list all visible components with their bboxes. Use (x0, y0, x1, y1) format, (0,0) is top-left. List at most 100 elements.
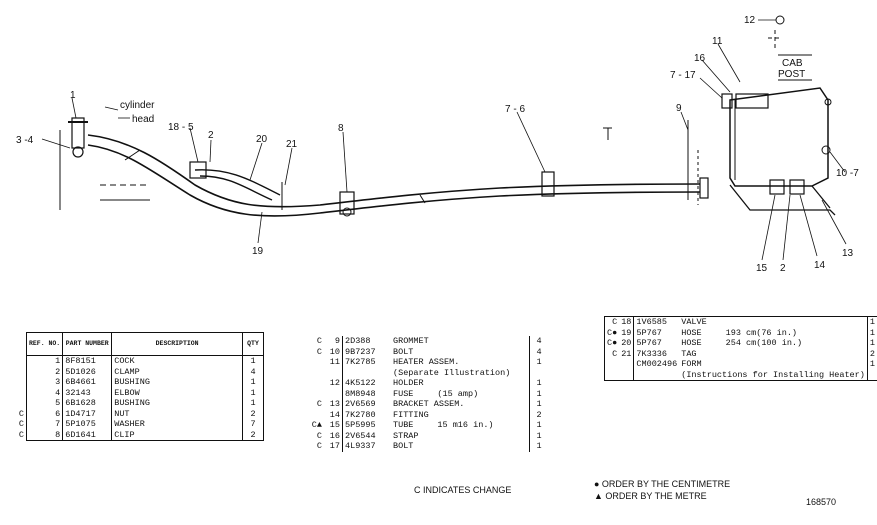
quantity: 4 (529, 346, 548, 357)
description: FORM (679, 359, 867, 370)
description-text: CLIP (114, 429, 135, 440)
ref-no: 9 (324, 336, 343, 347)
parts-diagram: 1 3 -4 cylinder head 18 - 5 2 20 21 8 7 … (16, 15, 859, 274)
description: STRAP (391, 431, 530, 442)
part-number (634, 370, 679, 381)
callout-7-6: 7 - 6 (505, 104, 525, 115)
ref-no: 7 (26, 419, 64, 430)
description: BUSHING (112, 398, 243, 409)
description-detail: 193 cm(76 in.) (725, 327, 798, 338)
change-marker (306, 410, 324, 421)
description: CLIP (112, 430, 243, 441)
table-row: (Instructions for Installing Heater) (605, 369, 877, 381)
change-marker: C (18, 429, 24, 440)
ref-no (324, 388, 343, 399)
quantity: 1 (529, 399, 548, 410)
part-number: 7K2780 (345, 409, 376, 420)
callout-20: 20 (256, 134, 268, 145)
description-text: HOSE (681, 327, 702, 338)
change-marker: C (316, 346, 322, 357)
description-text: FITTING (393, 409, 429, 420)
part-number: 6B1628 (62, 398, 113, 409)
description-text: TUBE (393, 420, 414, 430)
callout-11: 11 (712, 36, 723, 47)
ref-no: 14 (324, 409, 343, 420)
callout-2a: 2 (208, 130, 214, 141)
ref-no: 18 (619, 316, 635, 328)
part-number: 5D1026 (62, 366, 113, 377)
callout-8: 8 (338, 123, 344, 134)
part-number: 6D1641 (62, 429, 113, 441)
callout-10-7: 10 -7 (836, 168, 859, 179)
description-text: BOLT (393, 346, 414, 357)
change-note: C INDICATES CHANGE (414, 485, 512, 495)
description-text: STRAP (393, 430, 419, 441)
part-number: 5P5995 (345, 420, 376, 430)
callout-9: 9 (676, 103, 682, 114)
description: NUT (112, 409, 243, 420)
header-description: DESCRIPTION (111, 332, 243, 356)
description: HOLDER (391, 378, 530, 389)
ref-no: 5 (26, 398, 64, 409)
callout-7-17: 7 - 17 (670, 70, 696, 81)
ref-no: 16 (324, 430, 343, 441)
part-number: 4L9337 (345, 441, 376, 451)
change-marker: C (316, 430, 322, 441)
description: BOLT (391, 441, 530, 452)
quantity: 2 (529, 409, 548, 420)
quantity: 1 (529, 430, 548, 441)
description-text: COCK (114, 356, 135, 366)
ref-no: 17 (324, 441, 343, 452)
quantity: 4 (529, 336, 548, 347)
callout-2b: 2 (780, 263, 786, 274)
ref-no: 1 (26, 355, 64, 367)
part-number: 2V6569 (345, 399, 376, 409)
part-number: 9B7237 (345, 346, 376, 357)
description-text: BRACKET ASSEM. (393, 399, 465, 409)
description: TAG (679, 349, 867, 360)
callout-15: 15 (756, 263, 768, 274)
quantity: 1 (242, 377, 264, 388)
ref-no: 11 (324, 357, 343, 368)
description: HEATER ASSEM. (391, 357, 530, 368)
callout-3-4: 3 -4 (16, 135, 34, 146)
ref-no: 3 (26, 377, 64, 388)
description-detail: (15 amp) (437, 388, 479, 399)
part-number: 7K2785 (345, 357, 376, 367)
callout-18-5: 18 - 5 (168, 122, 194, 133)
part-number (343, 368, 392, 379)
description: ELBOW (112, 388, 243, 399)
quantity: 1 (242, 387, 264, 398)
quantity: 1 (866, 316, 877, 328)
quantity: 1 (529, 378, 548, 389)
description-text: (Instructions for Installing Heater) (681, 369, 865, 380)
description-text: BUSHING (114, 377, 150, 387)
ref-no: 2 (26, 366, 64, 377)
callout-cylinder: cylinder (120, 100, 155, 111)
quantity: 7 (242, 419, 264, 430)
description-text: HOLDER (393, 378, 424, 388)
change-marker (605, 359, 620, 370)
change-marker: C● (607, 327, 618, 338)
change-marker: C (18, 419, 24, 429)
change-marker (605, 370, 620, 381)
description: (Separate Illustration) (391, 368, 530, 379)
callout-13: 13 (842, 248, 854, 259)
change-marker (306, 389, 324, 400)
description: (Instructions for Installing Heater) (679, 370, 867, 381)
